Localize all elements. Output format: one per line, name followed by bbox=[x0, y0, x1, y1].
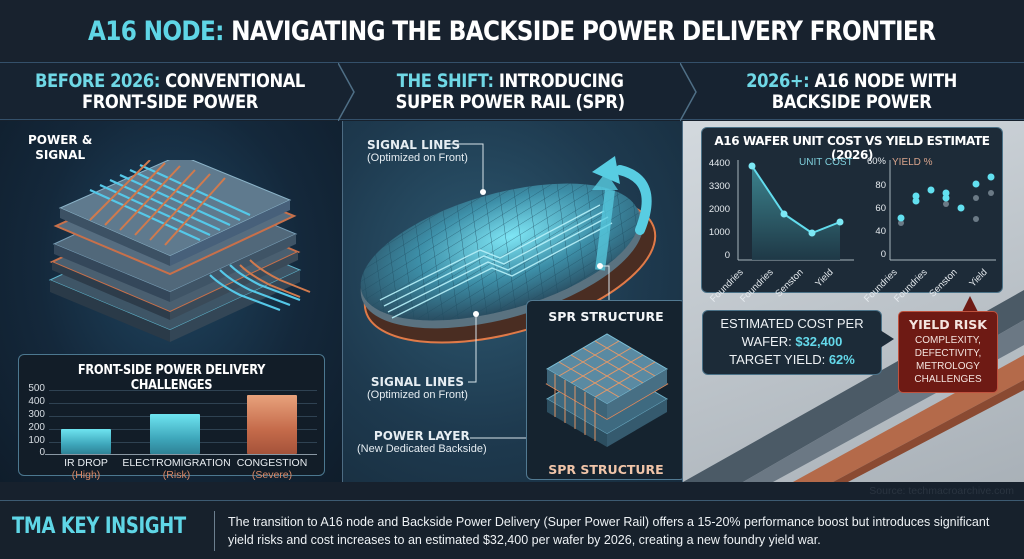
key-insight-text: The transition to A16 node and Backside … bbox=[228, 515, 990, 547]
key-insight-footer: TMA KEY INSIGHT The transition to A16 no… bbox=[0, 500, 1024, 559]
callout-signal-lines-top: SIGNAL LINES(Optimized on Front) bbox=[367, 138, 468, 165]
source-credit: Source: techmacroarchive.com bbox=[869, 485, 1014, 497]
risk-pointer bbox=[962, 296, 978, 312]
chevron-right-icon bbox=[338, 63, 355, 121]
section-header-before: BEFORE 2026: CONVENTIONAL FRONT-SIDE POW… bbox=[35, 70, 305, 113]
unit-cost-area-chart bbox=[737, 160, 854, 261]
x-label-ir-drop: IR DROP(High) bbox=[64, 457, 108, 481]
callout-power-layer: POWER LAYER(New Dedicated Backside) bbox=[357, 429, 487, 456]
cost-yield-chart: A16 WAFER UNIT COST VS YIELD ESTIMATE (2… bbox=[701, 127, 1003, 305]
divider bbox=[214, 511, 215, 551]
section-header-after: 2026+: A16 NODE WITH BACKSIDE POWER bbox=[746, 70, 958, 113]
page-title: A16 NODE: NAVIGATING THE BACKSIDE POWER … bbox=[88, 15, 936, 47]
title-bar: A16 NODE: NAVIGATING THE BACKSIDE POWER … bbox=[0, 0, 1024, 62]
spr-structure-illustration bbox=[545, 333, 669, 447]
section-header-shift: THE SHIFT: INTRODUCING SUPER POWER RAIL … bbox=[395, 70, 625, 113]
spr-structure-card: SPR STRUCTURE SPR STRUCTURE bbox=[526, 300, 686, 480]
front-side-challenges-chart: FRONT-SIDE POWER DELIVERY CHALLENGES 500… bbox=[18, 354, 325, 481]
leader-line bbox=[468, 311, 479, 383]
chart-title: FRONT-SIDE POWER DELIVERY CHALLENGES bbox=[77, 363, 266, 393]
power-signal-label: POWER &SIGNAL bbox=[28, 133, 93, 162]
bar-congestion bbox=[247, 395, 297, 454]
cost-yield-summary: ESTIMATED COST PER WAFER: $32,400 TARGET… bbox=[702, 310, 882, 375]
yield-risk-box: YIELD RISK COMPLEXITY, DEFECTIVITY, METR… bbox=[898, 311, 998, 393]
key-insight-label: TMA KEY INSIGHT bbox=[12, 514, 186, 539]
callout-tail bbox=[880, 330, 894, 348]
section-headers: BEFORE 2026: CONVENTIONAL FRONT-SIDE POW… bbox=[0, 62, 1024, 121]
yield-scatter-chart bbox=[889, 160, 996, 261]
callout-signal-lines-bottom: SIGNAL LINES(Optimized on Front) bbox=[367, 375, 468, 402]
x-label-congestion: CONGESTION(Severe) bbox=[236, 457, 308, 481]
bar-electromigration bbox=[150, 414, 200, 454]
wafer-illustration bbox=[360, 156, 657, 344]
leader-line bbox=[597, 263, 610, 300]
bar-ir-drop bbox=[61, 429, 111, 454]
chevron-right-icon bbox=[680, 63, 697, 121]
chip-stack-illustration bbox=[48, 160, 311, 342]
x-label-electromigration: ELECTROMIGRATION(Risk) bbox=[122, 457, 231, 481]
leader-line bbox=[450, 143, 486, 195]
